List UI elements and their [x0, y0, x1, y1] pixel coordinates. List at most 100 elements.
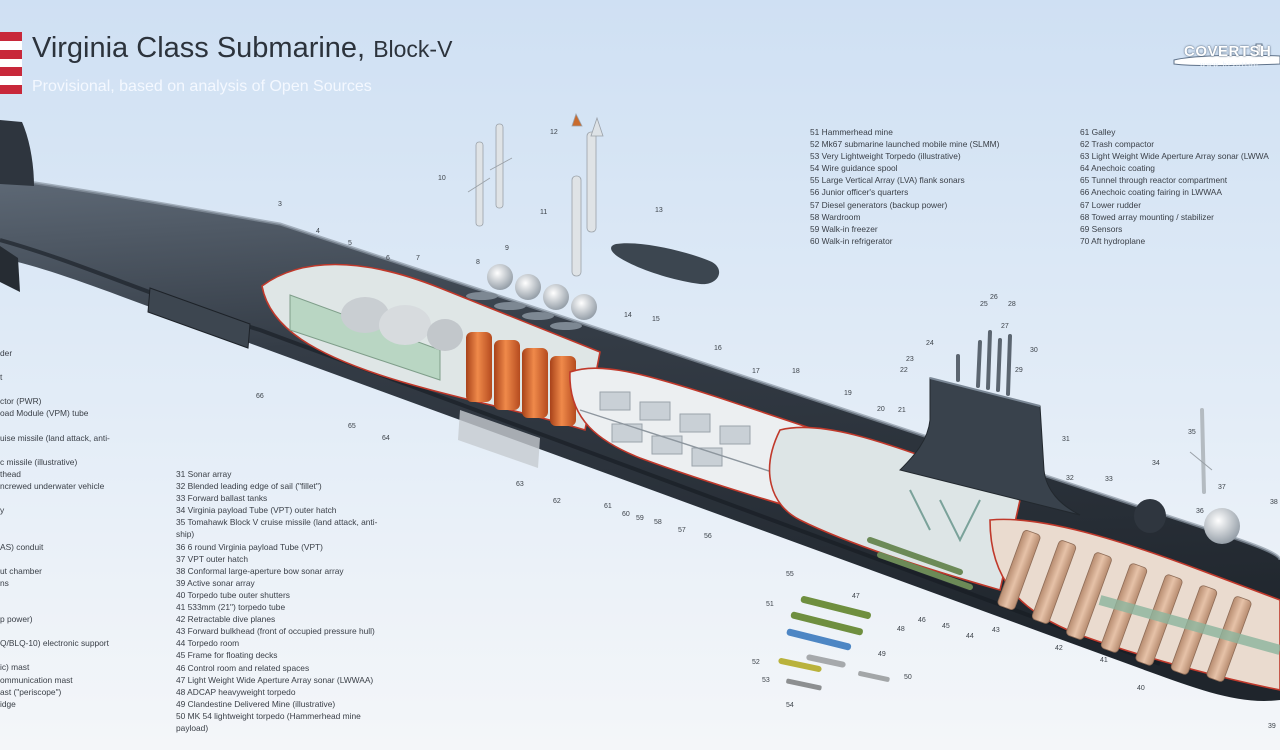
legend-entry: 48 ADCAP heavyweight torpedo	[176, 686, 296, 697]
callout-number: 50	[904, 674, 912, 681]
legend-entry: 34 Virginia payload Tube (VPT) outer hat…	[176, 505, 337, 516]
legend-entry: idge	[0, 698, 16, 709]
callout-number: 40	[1137, 685, 1145, 692]
callout-number: 47	[852, 593, 860, 600]
callout-number: 46	[918, 617, 926, 624]
flag-stripe	[0, 58, 22, 68]
legend-entry: 35 Tomahawk Block V cruise missile (land…	[176, 517, 378, 540]
flag-stripe	[0, 40, 22, 50]
legend-entry: uise missile (land attack, anti-	[0, 432, 110, 443]
legend-entry: ic) mast	[0, 662, 30, 673]
weapons-lineup	[778, 596, 890, 691]
callout-number: 14	[624, 312, 632, 319]
callout-number: 49	[878, 651, 886, 658]
callout-number: 34	[1152, 460, 1160, 467]
page-title: Virginia Class Submarine, Block-V	[32, 32, 453, 64]
floating-missiles	[467, 112, 604, 277]
legend-entry: ast ("periscope")	[0, 686, 62, 697]
legend-entry: y	[0, 505, 5, 516]
callout-number: 17	[752, 368, 760, 375]
legend-entry: 66 Anechoic coating fairing in LWWAA	[1080, 187, 1222, 198]
legend-entry: ommunication mast	[0, 674, 73, 685]
callout-number: 5	[348, 240, 352, 247]
callout-number: 24	[926, 340, 934, 347]
torpedo-racks	[867, 537, 973, 590]
vpm-payload-tubes	[466, 332, 576, 426]
legend-entry: 42 Retractable dive planes	[176, 614, 276, 625]
callout-number: 29	[1015, 367, 1023, 374]
vpm-hatches	[466, 264, 597, 330]
legend-entry: der	[0, 348, 13, 358]
legend-entry: 33 Forward ballast tanks	[176, 493, 268, 504]
callout-number: 31	[1062, 436, 1070, 443]
legend-mid: 31 Sonar array 32 Blended leading edge of…	[176, 468, 391, 734]
callout-number: 32	[1066, 475, 1074, 482]
callout-number: 44	[966, 633, 974, 640]
legend-entry: 31 Sonar array	[176, 469, 232, 479]
callout-number: 16	[714, 345, 722, 352]
callout-number: 38	[1270, 499, 1278, 506]
callout-number: 43	[992, 627, 1000, 634]
legend-entry: 32 Blended leading edge of sail ("fillet…	[176, 481, 322, 492]
legend-entry: 41 533mm (21") torpedo tube	[176, 602, 286, 613]
callout-number: 7	[416, 255, 420, 262]
callout-number: 56	[704, 533, 712, 540]
legend-entry: 58 Wardroom	[810, 211, 861, 222]
legend-entry: 51 Hammerhead mine	[810, 127, 893, 137]
title-block: Block-V	[373, 36, 453, 62]
legend-entry: 55 Large Vertical Array (LVA) flank sona…	[810, 175, 965, 186]
callout-number: 66	[256, 393, 264, 400]
callout-number: 63	[516, 481, 524, 488]
flag-stripe	[0, 85, 22, 94]
callout-number: 11	[540, 209, 547, 216]
callout-number: 64	[382, 435, 390, 442]
sail-masts	[956, 330, 1012, 396]
legend-entry: 54 Wire guidance spool	[810, 163, 898, 174]
callout-number: 53	[762, 677, 770, 684]
us-flag	[0, 32, 22, 94]
legend-entry: 70 Aft hydroplane	[1080, 235, 1146, 246]
callout-number: 13	[655, 207, 663, 214]
legend-entry: 47 Light Weight Wide Aperture Array sona…	[176, 674, 374, 685]
callout-number: 6	[386, 255, 390, 262]
legend-entry: 65 Tunnel through reactor compartment	[1080, 175, 1228, 186]
uuv	[611, 243, 720, 285]
legend-entry	[0, 553, 112, 565]
callout-number: 21	[898, 407, 906, 414]
control-room-cutaway	[768, 426, 1021, 592]
callout-number: 30	[1030, 347, 1038, 354]
legend-entry	[0, 420, 112, 432]
logo-submarine-icon	[1173, 43, 1280, 66]
callout-number: 39	[1268, 723, 1276, 730]
legend-entry	[0, 528, 112, 540]
legend-entry: 69 Sensors	[1080, 223, 1123, 234]
callout-number: 9	[505, 245, 509, 252]
legend-entry: 50 MK 54 lightweight torpedo (Hammerhead…	[176, 710, 361, 733]
callout-number: 54	[786, 702, 794, 709]
legend-entry: 60 Walk-in refrigerator	[810, 235, 893, 246]
flag-stripe	[0, 67, 22, 77]
legend-entry: 52 Mk67 submarine launched mobile mine (…	[810, 139, 1000, 150]
legend-entry: 59 Walk-in freezer	[810, 223, 878, 234]
legend-entry: thead	[0, 468, 21, 479]
flag-stripe	[0, 49, 22, 59]
legend-entry: 67 Lower rudder	[1080, 199, 1141, 210]
flag-stripe	[0, 76, 22, 86]
upper-rudder	[0, 120, 34, 186]
legend-entry	[0, 589, 112, 601]
legend-entry: 49 Clandestine Delivered Mine (illustrat…	[176, 698, 336, 709]
callout-number: 55	[786, 571, 794, 578]
legend-entry: ns	[0, 577, 9, 588]
covertshores-logo: COVERTSH www.hisutton	[1170, 30, 1280, 74]
callout-number: 42	[1055, 645, 1063, 652]
callout-number: 60	[622, 511, 630, 518]
legend-entry: 53 Very Lightweight Torpedo (illustrativ…	[810, 151, 961, 162]
callout-number: 58	[654, 519, 662, 526]
legend-entry: 68 Towed array mounting / stabilizer	[1080, 211, 1214, 222]
legend-entry: 44 Torpedo room	[176, 638, 240, 649]
legend-entry: oad Module (VPM) tube	[0, 408, 89, 419]
legend-entry: 62 Trash compactor	[1080, 139, 1155, 150]
callout-number: 19	[844, 390, 852, 397]
